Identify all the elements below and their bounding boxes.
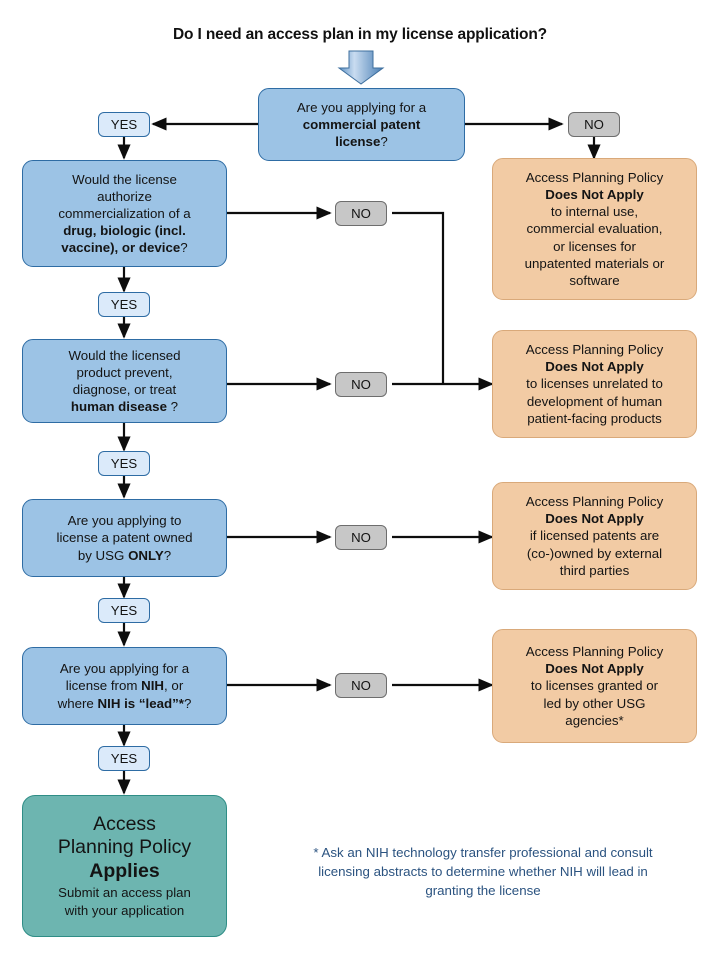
footnote-line: * Ask an NIH technology transfer profess… xyxy=(313,845,653,860)
pill-label: YES xyxy=(110,456,138,471)
outcome-body-line: agencies* xyxy=(565,712,624,728)
question-line: license from NIH, or xyxy=(66,677,184,694)
final-subline: Submit an access plan xyxy=(58,885,191,901)
pill-yes-1[interactable]: YES xyxy=(98,112,150,137)
pill-no-1[interactable]: NO xyxy=(568,112,620,137)
outcome-body-line: commercial evaluation, xyxy=(526,221,663,237)
start-arrow-icon xyxy=(337,50,385,85)
outcome-bold: Does Not Apply xyxy=(545,511,644,527)
pill-yes-3[interactable]: YES xyxy=(98,451,150,476)
question-line: Are you applying for a xyxy=(296,99,427,115)
outcome-other-usg-agencies[interactable]: Access Planning Policy Does Not Apply to… xyxy=(492,629,697,743)
question-line: Would the license xyxy=(72,171,177,187)
question-line: diagnose, or treat xyxy=(72,382,177,397)
outcome-body-line: to licenses unrelated to xyxy=(526,376,663,392)
question-line: product prevent, xyxy=(76,364,173,380)
outcome-body-line: third parties xyxy=(559,562,630,578)
question-line: vaccine), or device? xyxy=(61,239,187,256)
question-line: Are you applying to xyxy=(67,513,182,529)
pill-label: NO xyxy=(584,117,604,132)
pill-no-2[interactable]: NO xyxy=(335,201,387,226)
outcome-internal-use[interactable]: Access Planning Policy Does Not Apply to… xyxy=(492,158,697,300)
outcome-body-line: or licenses for xyxy=(553,238,636,254)
question-commercial-patent-license[interactable]: Are you applying for a commercial patent… xyxy=(258,88,465,161)
question-line: human disease ? xyxy=(71,398,178,415)
question-line-bold: ONLY xyxy=(128,547,164,563)
pill-label: YES xyxy=(110,603,138,618)
question-line: authorize xyxy=(97,188,152,204)
pill-label: NO xyxy=(351,377,371,392)
footnote-line: granting the license xyxy=(425,883,541,899)
final-access-planning-policy-applies[interactable]: Access Planning Policy Applies Submit an… xyxy=(22,795,227,937)
outcome-body-line: development of human xyxy=(526,393,663,409)
outcome-body-line: if licensed patents are xyxy=(529,528,660,544)
outcome-head: Access Planning Policy xyxy=(525,342,664,358)
question-line-tail: ? xyxy=(183,695,192,711)
pill-label: NO xyxy=(351,678,371,693)
outcome-head: Access Planning Policy xyxy=(525,644,664,660)
question-line: where NIH is “lead”*? xyxy=(58,695,192,712)
question-line: Would the licensed xyxy=(68,347,181,363)
outcome-body-line: patient-facing products xyxy=(527,410,662,426)
outcome-body-line: to internal use, xyxy=(550,204,639,220)
question-line: license? xyxy=(335,133,388,150)
outcome-co-owned-patents[interactable]: Access Planning Policy Does Not Apply if… xyxy=(492,482,697,590)
question-line: by USG ONLY? xyxy=(78,547,171,564)
final-subline: with your application xyxy=(64,902,185,918)
outcome-bold: Does Not Apply xyxy=(545,187,644,203)
question-line-bold: human disease xyxy=(70,399,167,415)
question-line-head: by USG xyxy=(77,547,129,563)
footnote-line: licensing abstracts to determine whether… xyxy=(318,864,648,880)
outcome-body-line: to licenses granted or xyxy=(530,678,659,694)
outcome-head: Access Planning Policy xyxy=(525,494,664,510)
question-line-bold: commercial patent xyxy=(302,116,421,132)
outcome-bold: Does Not Apply xyxy=(545,359,644,375)
pill-label: YES xyxy=(110,751,138,766)
outcome-bold: Does Not Apply xyxy=(545,661,644,677)
question-human-disease[interactable]: Would the licensed product prevent, diag… xyxy=(22,339,227,423)
question-line-head: license from xyxy=(65,678,142,694)
question-line-tail: ? xyxy=(166,399,179,415)
pill-yes-4[interactable]: YES xyxy=(98,598,150,623)
question-drug-biologic-device[interactable]: Would the license authorize commercializ… xyxy=(22,160,227,267)
question-usg-only[interactable]: Are you applying to license a patent own… xyxy=(22,499,227,577)
question-line-bold: NIH is “lead”* xyxy=(97,695,184,711)
pill-label: YES xyxy=(110,117,138,132)
question-line-tail: , or xyxy=(164,678,184,694)
pill-no-3[interactable]: NO xyxy=(335,372,387,397)
outcome-body-line: (co-)owned by external xyxy=(526,545,663,561)
footnote: * Ask an NIH technology transfer profess… xyxy=(253,843,713,900)
outcome-unrelated-human-products[interactable]: Access Planning Policy Does Not Apply to… xyxy=(492,330,697,438)
question-line-tail: ? xyxy=(180,240,188,256)
pill-no-4[interactable]: NO xyxy=(335,525,387,550)
pill-yes-5[interactable]: YES xyxy=(98,746,150,771)
question-line: license a patent owned xyxy=(56,530,193,546)
outcome-head: Access Planning Policy xyxy=(525,170,664,186)
question-line-tail: ? xyxy=(163,547,172,563)
outcome-body-line: software xyxy=(569,272,620,288)
pill-label: NO xyxy=(351,206,371,221)
outcome-body-line: led by other USG xyxy=(543,695,646,711)
question-line-head: where xyxy=(57,695,98,711)
pill-label: NO xyxy=(351,530,371,545)
final-line: Access xyxy=(93,812,156,835)
page-title: Do I need an access plan in my license a… xyxy=(173,26,547,43)
question-line-bold: license xyxy=(335,134,381,149)
question-line-bold: drug, biologic (incl. xyxy=(63,223,186,238)
final-line-bold: Applies xyxy=(89,860,160,883)
question-line-bold: NIH xyxy=(141,678,165,694)
pill-label: YES xyxy=(110,297,138,312)
question-nih-lead[interactable]: Are you applying for a license from NIH,… xyxy=(22,647,227,725)
outcome-body-line: unpatented materials or xyxy=(524,255,665,271)
pill-no-5[interactable]: NO xyxy=(335,673,387,698)
question-line-tail: ? xyxy=(380,134,388,149)
question-line: commercialization of a xyxy=(58,205,191,221)
pill-yes-2[interactable]: YES xyxy=(98,292,150,317)
final-line: Planning Policy xyxy=(57,836,192,859)
question-line: Are you applying for a xyxy=(59,661,190,677)
question-line-bold: vaccine), or device xyxy=(61,240,181,256)
